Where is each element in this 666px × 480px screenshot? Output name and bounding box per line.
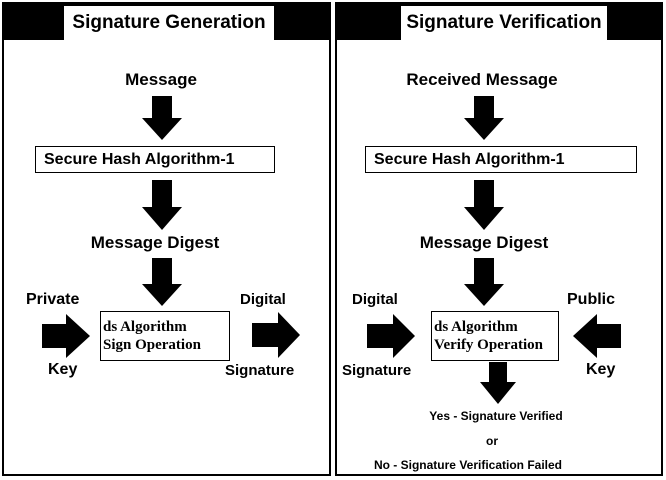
- algo-line2: Verify Operation: [434, 337, 544, 353]
- verification-title: Signature Verification: [401, 6, 607, 40]
- received-message-label: Received Message: [406, 70, 558, 89]
- down-arrow-icon: [142, 258, 182, 306]
- down-arrow-icon: [464, 96, 504, 140]
- secure-hash-box: Secure Hash Algorithm-1: [365, 146, 637, 173]
- private-key-label-top: Private: [26, 291, 80, 308]
- down-arrow-icon: [464, 258, 504, 306]
- generation-title: Signature Generation: [64, 6, 274, 40]
- secure-hash-box: Secure Hash Algorithm-1: [35, 146, 275, 173]
- signature-verification-panel: Signature Verification Received Message …: [335, 2, 663, 476]
- signature-generation-panel: Signature Generation Message Secure Hash…: [2, 2, 331, 476]
- right-arrow-icon: [367, 314, 415, 358]
- down-arrow-icon: [142, 180, 182, 230]
- sign-operation-box: ds Algorithm Sign Operation: [100, 311, 230, 361]
- down-arrow-icon: [142, 96, 182, 140]
- down-arrow-icon: [480, 362, 516, 404]
- public-key-label-top: Public: [567, 291, 616, 308]
- private-key-label-bottom: Key: [48, 361, 78, 378]
- digital-signature-label-top: Digital: [240, 291, 286, 308]
- algo-line1: ds Algorithm: [434, 319, 518, 335]
- result-or-label: or: [486, 434, 498, 448]
- result-no-label: No - Signature Verification Failed: [373, 458, 563, 472]
- message-digest-label: Message Digest: [90, 233, 220, 252]
- message-label: Message: [125, 70, 197, 89]
- right-arrow-icon: [252, 312, 300, 358]
- verify-operation-box: ds Algorithm Verify Operation: [431, 311, 559, 361]
- digital-signature-label-top: Digital: [352, 291, 398, 308]
- digital-signature-label-bottom: Signature: [342, 362, 412, 379]
- message-digest-label: Message Digest: [419, 233, 549, 252]
- result-yes-label: Yes - Signature Verified: [429, 409, 563, 423]
- right-arrow-icon: [42, 314, 90, 358]
- public-key-label-bottom: Key: [586, 361, 616, 378]
- algo-line1: ds Algorithm: [103, 319, 187, 335]
- down-arrow-icon: [464, 180, 504, 230]
- left-arrow-icon: [573, 314, 621, 358]
- digital-signature-label-bottom: Signature: [225, 362, 295, 379]
- algo-line2: Sign Operation: [103, 337, 201, 353]
